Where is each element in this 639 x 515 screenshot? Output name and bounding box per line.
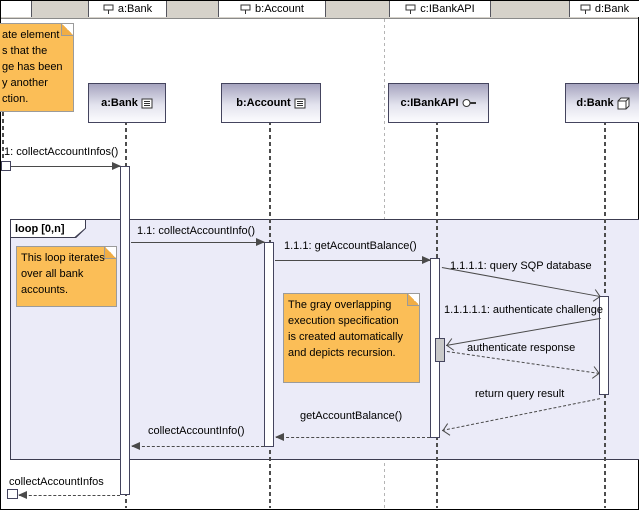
note-text: ate element s that the ge has been y ano…: [2, 29, 63, 105]
message-line[interactable]: [11, 166, 120, 167]
message-label[interactable]: 1: collectAccountInfos(): [4, 146, 119, 158]
message-label[interactable]: 1.1.1.1: query SQP database: [450, 260, 592, 272]
list-icon: [294, 98, 306, 108]
lifeline-label: c:IBankAPI: [400, 97, 459, 109]
message-label[interactable]: return query result: [475, 388, 565, 400]
arrowhead-filled-icon: [18, 491, 27, 499]
lifeline-icon: [580, 4, 591, 14]
arrowhead-filled-icon: [131, 442, 140, 450]
note-text: This loop iterates over all bank account…: [21, 252, 105, 296]
tab-label: b:Account: [255, 3, 304, 15]
activation-a-bank[interactable]: [120, 166, 130, 495]
loop-operator-label: loop [0,n]: [11, 220, 85, 237]
tab-label: a:Bank: [117, 3, 153, 15]
lifeline-icon: [405, 4, 416, 14]
tab-b-account[interactable]: b:Account: [218, 1, 326, 17]
gate-bottom-left[interactable]: [7, 489, 18, 499]
lifeline-head-d-bank[interactable]: d:Bank: [565, 83, 639, 123]
note-text: The gray overlapping execution specifica…: [288, 299, 403, 359]
lifeline-label: a:Bank: [101, 97, 138, 109]
message-line[interactable]: [132, 446, 264, 447]
activation-recursive-gray[interactable]: [435, 338, 445, 362]
gate-top-left[interactable]: [1, 161, 11, 171]
message-line[interactable]: [19, 495, 120, 496]
cube-icon: [617, 97, 630, 109]
message-label[interactable]: 1.1.1: getAccountBalance(): [284, 240, 417, 252]
note-loop-iterates[interactable]: This loop iterates over all bank account…: [16, 246, 117, 307]
tab-a-bank[interactable]: a:Bank: [88, 1, 167, 17]
lifeline-label: d:Bank: [576, 97, 614, 109]
lifeline-icon: [103, 4, 114, 14]
lifeline-label: b:Account: [236, 97, 291, 109]
lifeline-head-a-bank[interactable]: a:Bank: [88, 83, 166, 123]
message-label[interactable]: getAccountBalance(): [300, 410, 403, 422]
message-line[interactable]: [276, 437, 430, 438]
tab-label: c:IBankAPI: [420, 3, 475, 15]
tab-cutoff-left[interactable]: [1, 1, 32, 17]
message-label[interactable]: 1.1.1.1.1: authenticate challenge: [444, 304, 604, 316]
loop-operator-pentagon[interactable]: loop [0,n]: [10, 219, 86, 238]
interface-lollipop-icon: [462, 99, 476, 107]
message-label[interactable]: 1.1: collectAccountInfo(): [137, 225, 256, 237]
arrowhead-filled-icon: [422, 256, 431, 264]
lifeline-head-c-ibankapi[interactable]: c:IBankAPI: [388, 83, 489, 123]
note-fold-corner-icon: [407, 294, 419, 306]
arrowhead-filled-icon: [275, 433, 284, 441]
offscreen-lifeline-stub: [2, 112, 4, 163]
message-label[interactable]: collectAccountInfos: [9, 476, 104, 488]
arrowhead-filled-icon: [112, 162, 121, 170]
lifeline-head-b-account[interactable]: b:Account: [221, 83, 321, 123]
tab-c-ibankapi[interactable]: c:IBankAPI: [389, 1, 491, 17]
lifeline-tab-bar: a:Bank b:Account c:IBankAPI d:Bank: [1, 1, 639, 19]
list-icon: [141, 98, 153, 108]
activation-b-account[interactable]: [264, 242, 274, 447]
tab-label: d:Bank: [594, 3, 630, 15]
lifeline-icon: [240, 4, 251, 14]
note-fold-corner-icon: [61, 24, 73, 36]
message-line[interactable]: [131, 242, 265, 243]
message-label[interactable]: authenticate response: [467, 342, 576, 354]
activation-d-bank[interactable]: [599, 296, 609, 395]
note-gray-execution[interactable]: The gray overlapping execution specifica…: [283, 293, 420, 383]
note-gate-element[interactable]: ate element s that the ge has been y ano…: [0, 23, 74, 112]
message-line[interactable]: [275, 260, 431, 261]
note-fold-corner-icon: [104, 247, 116, 259]
tab-d-bank[interactable]: d:Bank: [569, 1, 639, 17]
arrowhead-filled-icon: [256, 238, 265, 246]
message-label[interactable]: collectAccountInfo(): [148, 425, 245, 437]
